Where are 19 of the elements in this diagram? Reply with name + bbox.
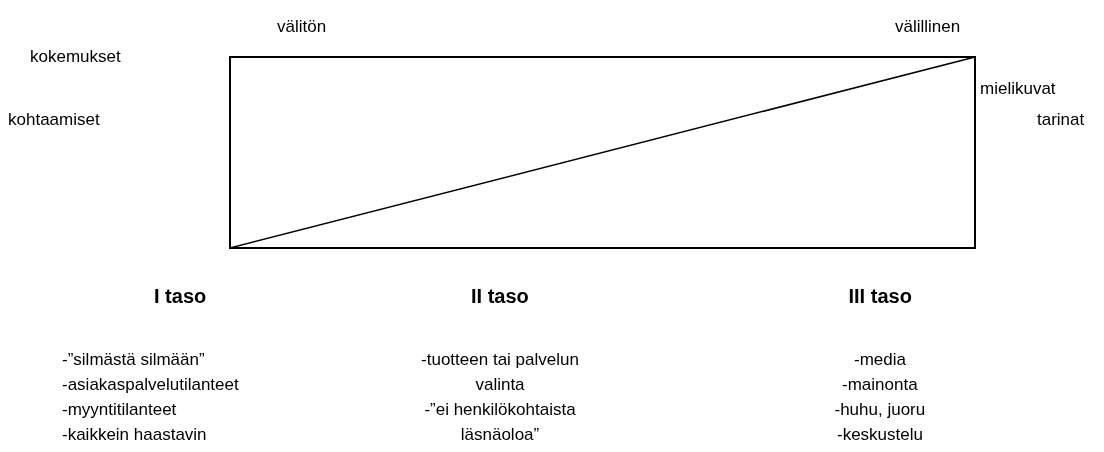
list-item: -kaikkein haastavin — [62, 424, 207, 446]
axis-label: välitön — [277, 16, 327, 38]
list-item: -tuotteen tai palvelun valinta — [420, 349, 580, 396]
list-item: -”ei henkilökohtaista läsnäoloa” — [423, 399, 577, 446]
list-item: -keskustelu — [837, 424, 923, 446]
list-item: -myyntitilanteet — [62, 399, 177, 421]
side-label: tarinat — [1037, 109, 1085, 131]
list-item: -mainonta — [842, 374, 918, 396]
side-label: mielikuvat — [980, 78, 1056, 100]
level-heading: II taso — [471, 284, 529, 309]
axis-label: välillinen — [895, 16, 961, 38]
list-item: -media — [854, 349, 906, 371]
side-label: kokemukset — [30, 46, 121, 68]
list-item: -huhu, juoru — [834, 399, 926, 421]
side-label: kohtaamiset — [8, 109, 100, 131]
list-item: -”silmästä silmään” — [62, 349, 205, 371]
list-item: -asiakaspalvelutilanteet — [62, 374, 239, 396]
level-heading: III taso — [848, 284, 912, 309]
level-heading: I taso — [154, 284, 207, 309]
